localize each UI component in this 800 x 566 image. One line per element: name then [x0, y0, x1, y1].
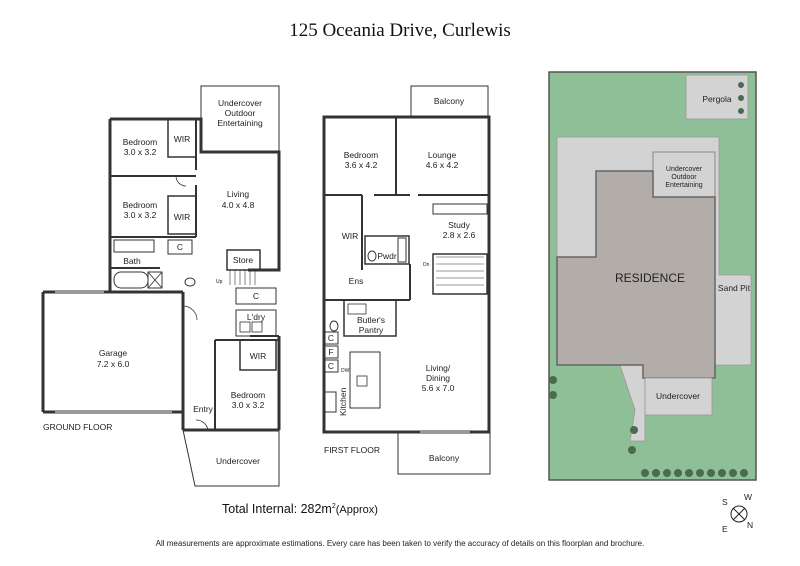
gf-entry: Entry — [193, 404, 214, 414]
first-floor-plan — [322, 85, 491, 475]
gf-outdoor-line3: Entertaining — [217, 118, 263, 128]
gf-outdoor-line2: Outdoor — [225, 108, 256, 118]
compass-e: E — [722, 524, 728, 534]
ff-study-size: 2.8 x 2.6 — [443, 230, 476, 240]
ff-living-size: 5.6 x 7.0 — [422, 383, 455, 393]
gf-bedroom2-name: Bedroom — [123, 200, 158, 210]
ff-study-name: Study — [448, 220, 470, 230]
ff-cupboard2: C — [328, 361, 334, 371]
compass-w: W — [744, 492, 752, 502]
gf-bedroom1-size: 3.0 x 3.2 — [124, 147, 157, 157]
gf-bath: Bath — [123, 256, 141, 266]
site-sand-pit: Sand Pit — [718, 283, 751, 293]
ff-lounge-size: 4.6 x 4.2 — [426, 160, 459, 170]
site-outdoor-line3: Entertaining — [665, 182, 702, 189]
ff-bedroom-name: Bedroom — [344, 150, 379, 160]
gf-wir2: WIR — [174, 212, 191, 222]
first-floor-label: FIRST FLOOR — [324, 445, 380, 455]
gf-wir1: WIR — [174, 134, 191, 144]
compass-icon — [730, 505, 748, 523]
gf-laundry: L'dry — [247, 312, 266, 322]
ff-balcony-top: Balcony — [434, 96, 465, 106]
site-residence — [556, 170, 716, 379]
ff-powder: Pwdr — [377, 251, 397, 261]
ff-living-line2: Dining — [426, 373, 450, 383]
footer-disclaimer: All measurements are approximate estimat… — [155, 539, 645, 548]
gf-undercover: Undercover — [216, 456, 260, 466]
site-plan — [548, 71, 757, 481]
ff-balcony-bottom: Balcony — [429, 453, 460, 463]
site-pergola: Pergola — [702, 94, 732, 104]
gf-cupboard1: C — [177, 242, 183, 252]
ff-wir: WIR — [342, 231, 359, 241]
gf-bedroom3-size: 3.0 x 3.2 — [232, 400, 265, 410]
ff-cupboard1: C — [328, 333, 334, 343]
gf-living-name: Living — [227, 189, 249, 199]
gf-outdoor-line1: Undercover — [218, 98, 262, 108]
gf-wir3: WIR — [250, 351, 267, 361]
site-residence-label: RESIDENCE — [615, 271, 685, 285]
gf-bedroom1-name: Bedroom — [123, 137, 158, 147]
gf-store: Store — [233, 255, 254, 265]
ff-fridge: F — [328, 347, 333, 357]
compass-s: S — [722, 497, 728, 507]
ff-butlers-line1: Butler's — [357, 315, 385, 325]
compass-n: N — [747, 520, 753, 530]
ff-ensuite: Ens — [349, 276, 364, 286]
ff-butlers-line2: Pantry — [359, 325, 384, 335]
site-undercover: Undercover — [656, 391, 700, 401]
ff-dishwasher: DW — [341, 368, 350, 374]
gf-garage-name: Garage — [99, 348, 128, 358]
ff-kitchen: Kitchen — [338, 387, 348, 416]
site-outdoor-line1: Undercover — [666, 166, 703, 173]
gf-bedroom3-name: Bedroom — [231, 390, 266, 400]
ff-lounge-name: Lounge — [428, 150, 457, 160]
ff-living-line1: Living/ — [426, 363, 451, 373]
total-internal: Total Internal: 282m2(Approx) — [222, 502, 378, 516]
gf-living-size: 4.0 x 4.8 — [222, 200, 255, 210]
site-outdoor-line2: Outdoor — [671, 174, 697, 181]
ff-bedroom-size: 3.6 x 4.2 — [345, 160, 378, 170]
gf-stairs-up: Up — [216, 279, 223, 285]
gf-cupboard2: C — [253, 291, 259, 301]
page-title: 125 Oceania Drive, Curlewis — [289, 20, 511, 41]
ground-floor-label: GROUND FLOOR — [43, 422, 112, 432]
gf-garage-size: 7.2 x 6.0 — [97, 359, 130, 369]
ground-floor-plan — [41, 85, 281, 487]
ff-stairs-down: Dn — [423, 262, 430, 268]
gf-bedroom2-size: 3.0 x 3.2 — [124, 210, 157, 220]
